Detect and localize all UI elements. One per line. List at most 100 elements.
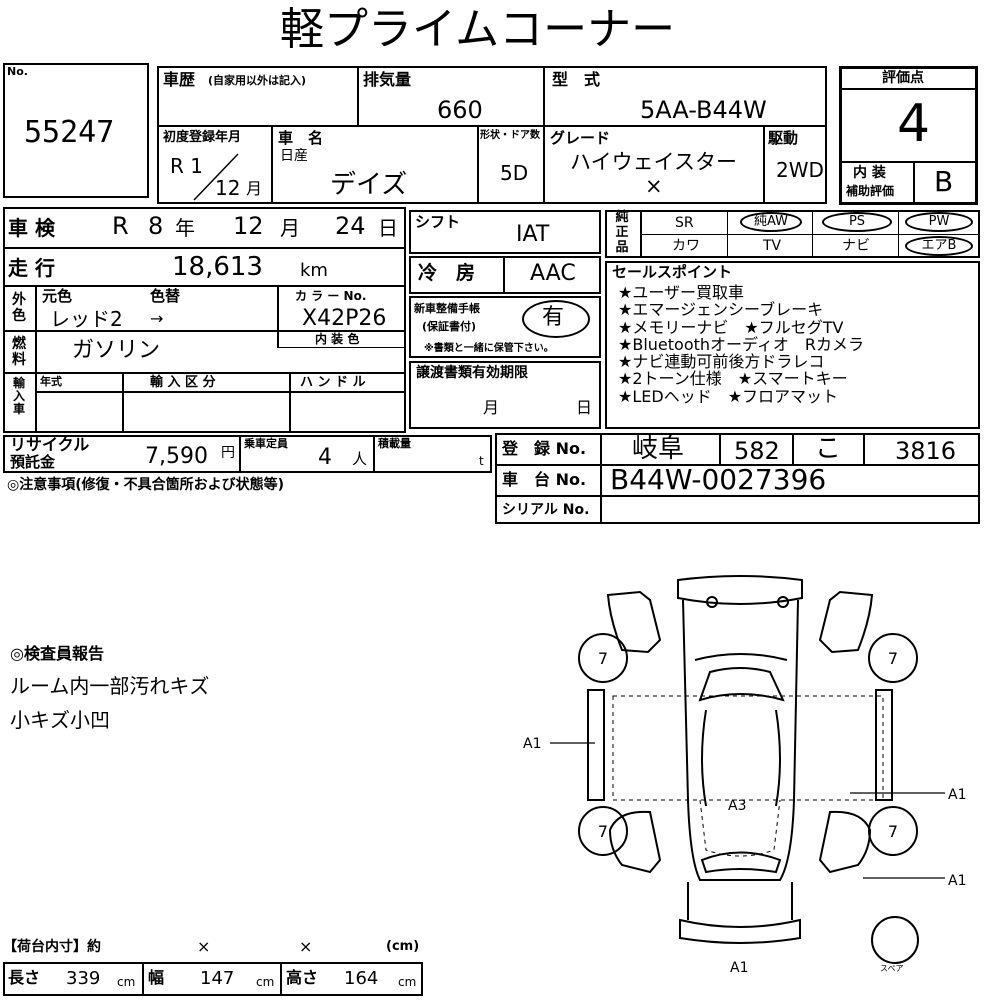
manual-value: 有 [542,305,565,330]
registration-kana: こ [815,434,842,464]
ac-value: AAC [530,261,576,286]
equipment-label: 純正品 [615,210,629,255]
color-code: X42P26 [302,306,387,331]
interior-outline [612,695,884,801]
tire-fr-tread: 7 [888,649,898,668]
left-rear-door [608,810,662,874]
registration-block [495,433,980,524]
first-reg-label: 初度登録年月 [163,130,242,145]
damage-mark-center: A3 [728,798,746,814]
damage-mark-right-mid: A1 [948,787,966,803]
color-change-label: 色替 [150,287,181,305]
equip-alloy-wheel: 純AW [740,212,802,232]
grade-sub: × [645,174,663,198]
car-maker: 日産 [280,148,308,164]
right-front-door [818,590,874,654]
shaken-year: 8 [148,212,164,240]
damage-mark-bottom: A1 [730,960,748,976]
sales-line: ★メモリーナビ ★フルセグTV [618,317,844,337]
cargo-width-label: 幅 [148,968,165,987]
cargo-width-unit: cm [256,975,275,989]
shaken-month: 12 [233,212,264,240]
sales-label: セールスポイント [612,263,733,281]
history-note: (自家用以外は記入) [208,74,307,87]
cargo-length-label: 長さ [8,968,41,987]
first-reg-slash [193,153,239,201]
bonnet-line [694,653,788,661]
windshield [698,667,785,702]
header-block [157,66,827,204]
registration-class: 582 [734,437,780,465]
load-unit: t [479,454,484,468]
fuel-side-label: 燃料 [12,336,26,368]
score-value: 4 [897,94,931,154]
interior-color-label: 内 装 色 [315,332,360,346]
cargo-unit-header: (cm) [386,939,420,954]
interior-score: B [934,165,954,198]
shaken-day: 24 [335,212,366,240]
color-arrow: → [150,309,164,328]
equip-power-steering: PS [822,212,892,232]
history-label: 車歴 [163,70,196,89]
car-body [682,599,799,881]
rear-panel [687,882,793,920]
model-label: 型 式 [552,70,601,89]
score-label: 評価点 [882,70,924,86]
shaken-label: 車 検 [8,216,55,240]
rear-bumper [679,918,801,944]
left-sill [587,689,605,801]
shaken-month-unit: 月 [280,216,300,240]
recycle-label-2: 預託金 [10,453,56,471]
manual-label-1: 新車整備手帳 [414,302,480,315]
right-rear-door [818,810,872,874]
chassis-label: 車 台 No. [502,470,587,489]
inspector-line: ルーム内一部汚れキズ [10,674,210,698]
left-front-door [606,590,662,654]
manual-label-2: (保証書付) [422,320,477,333]
color-orig: レッド2 [50,307,123,331]
main-info-block [3,207,406,433]
car-name-value: デイズ [330,170,408,200]
spare-label: スペア [880,964,903,973]
transfer-day: 日 [576,398,593,417]
lot-number: 55247 [24,115,115,150]
first-reg-month-unit: 月 [246,179,263,198]
tire-rr-tread: 7 [888,822,898,841]
mileage-unit: km [300,260,328,281]
score-box [839,66,978,205]
tire-front-left [578,633,628,683]
sales-line: ★ナビ連動可前後方ドラレコ [618,352,825,372]
doors-label: 形状・ドア数 [480,130,540,141]
front-bumper [677,575,803,605]
sales-line: ★ユーザー買取車 [618,283,745,302]
shaken-year-unit: 年 [175,216,195,240]
transfer-label: 譲渡書類有効期限 [416,365,528,381]
import-class-label: 輸 入 区 分 [150,375,216,390]
cargo-length: 339 [66,968,101,989]
recycle-unit: 円 [221,445,235,461]
transfer-box [409,361,601,429]
transfer-month: 月 [483,398,500,417]
tire-rear-left [578,806,628,856]
sales-line: ★エマージェンシーブレーキ [618,300,824,320]
registration-number: 3816 [895,437,957,465]
ac-box [409,256,601,294]
car-diagram: 7 7 7 7 A1 A1 A1 A3 A1 スペア [523,575,966,976]
cargo-height: 164 [344,968,379,989]
shift-box [409,210,601,254]
page-title: 軽プライムコーナー [280,4,676,55]
fuel-value: ガソリン [72,338,161,363]
equip-navi: ナビ [842,238,870,254]
cargo-x2: × [299,937,313,956]
interior-label-1: 内 装 [853,165,886,181]
equip-airbag: エアB [905,236,973,256]
manual-box [409,296,601,358]
manual-value-oval [522,300,590,338]
import-side-label: 輸入車 [12,376,25,416]
tire-fl-tread: 7 [598,649,608,668]
shaken-era: R [112,212,129,240]
interior-label-2: 補助評価 [846,184,895,198]
tire-front-right [868,633,918,683]
grade-label: グレード [550,129,611,147]
sales-line: ★LEDヘッド ★フロアマット [618,386,839,406]
